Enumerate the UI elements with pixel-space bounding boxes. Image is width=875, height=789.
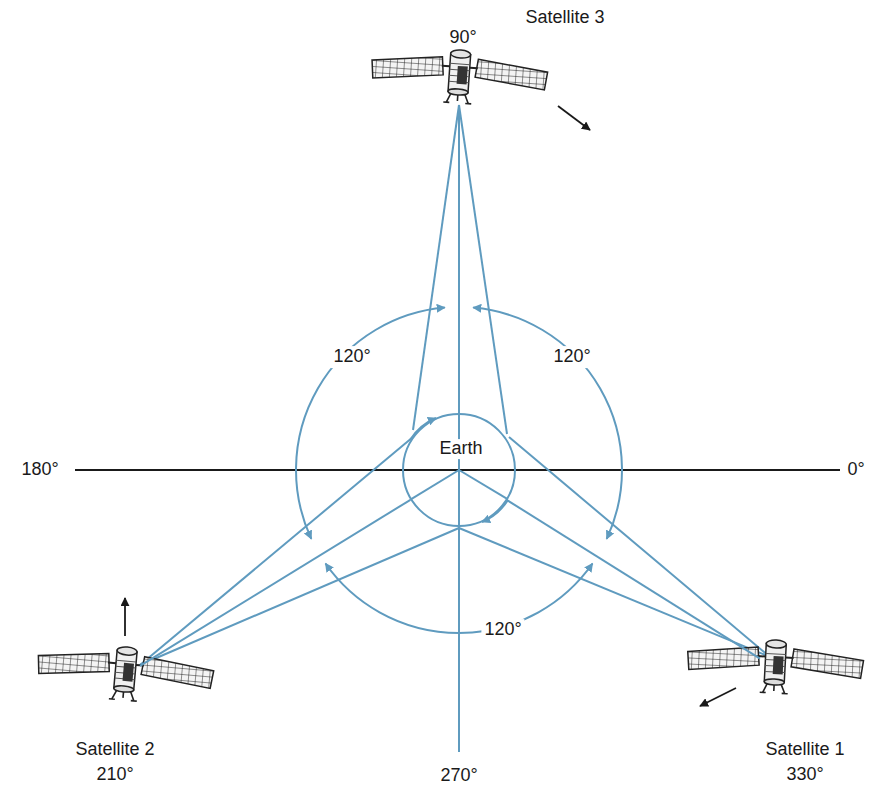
axis-line: [458, 413, 460, 752]
angle-label: 270°: [437, 765, 480, 787]
satellite-icon: [369, 44, 548, 109]
node-title: Satellite 2: [75, 740, 154, 760]
coverage-lines: [140, 105, 770, 665]
node-title: Earth: [437, 439, 484, 459]
node-title: Satellite 1: [765, 740, 844, 760]
angle-label: 120°: [481, 619, 524, 641]
longitude-label: 330°: [786, 765, 823, 785]
angle-label: 120°: [330, 346, 373, 368]
satellite: Satellite 1330°: [760, 640, 790, 696]
motion-arrows: [125, 106, 736, 706]
satellite: Satellite 2210°: [110, 647, 140, 703]
rotation-arrows: [410, 418, 508, 522]
node-title: Satellite 3: [525, 8, 604, 28]
coverage-line: [507, 500, 760, 658]
angle-label: 120°: [550, 346, 593, 368]
longitude-label: 90°: [449, 28, 476, 48]
earth-circle: Earth: [402, 413, 516, 527]
satellite-icon: [686, 635, 865, 697]
angle-label: 0°: [844, 459, 867, 481]
angle-label: 180°: [18, 459, 61, 481]
satellite: Satellite 390°: [444, 50, 474, 106]
coverage-line: [140, 500, 410, 666]
longitude-label: 210°: [96, 765, 133, 785]
coverage-line: [458, 106, 460, 413]
satellite-icon: [35, 639, 215, 707]
